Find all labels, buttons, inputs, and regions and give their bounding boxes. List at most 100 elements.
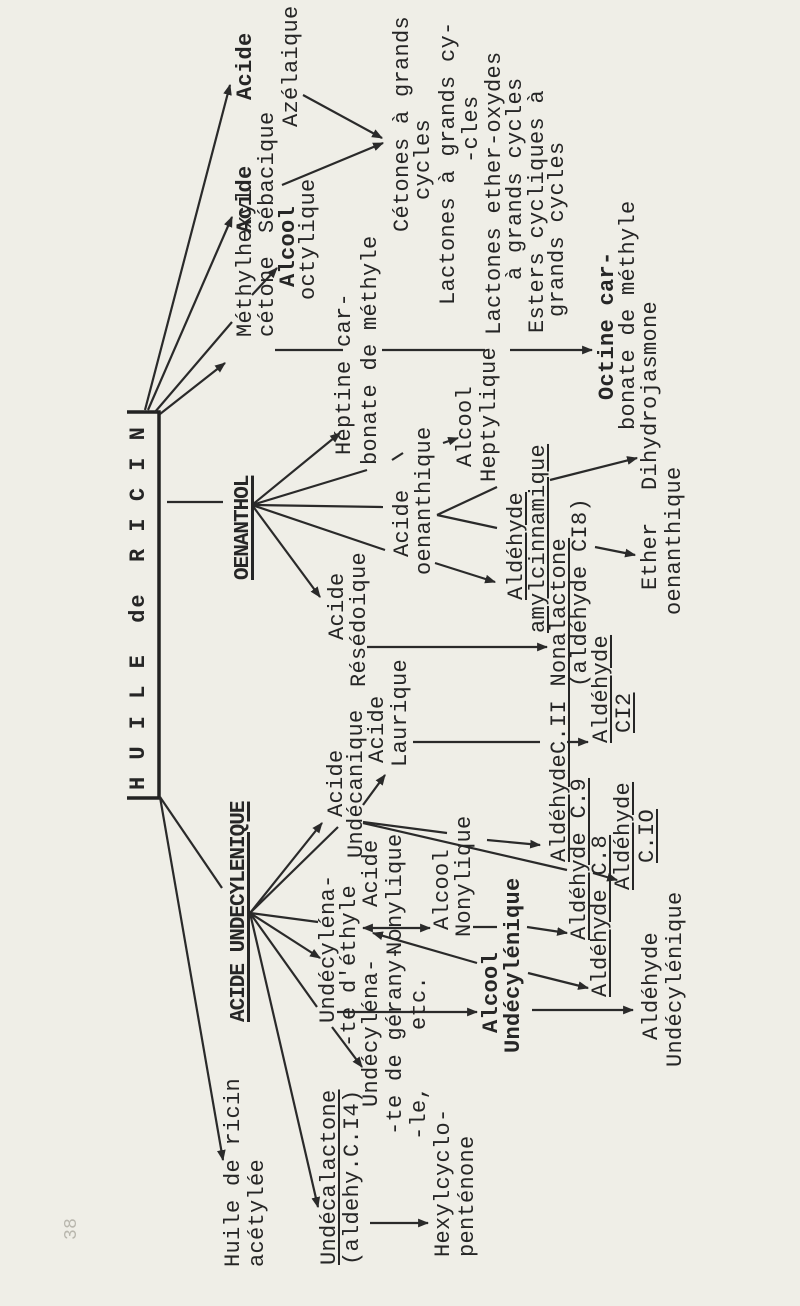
label-alcool-nonylique: Nonylique xyxy=(452,815,477,937)
label-acide-undecanique: Undécanique xyxy=(344,709,369,858)
arrow xyxy=(362,774,386,806)
label-undecylenate-geranyle: Undécyléna- xyxy=(359,958,384,1107)
label-acide-azelaique: Azélaique xyxy=(279,5,304,127)
arrow xyxy=(251,432,341,506)
arrow xyxy=(146,215,234,411)
label-aldehyde-amylcinnamique: Aldéhyde xyxy=(504,491,529,600)
label-methylhexyl-cetone: Méthylhexyl xyxy=(233,188,258,337)
label-aldehyde-c10: Aldéhyde xyxy=(611,781,636,890)
label-octine-carbonate: Octine car- xyxy=(595,251,620,400)
arrow xyxy=(594,545,637,558)
title-bracket xyxy=(127,410,161,800)
arrow xyxy=(434,561,497,584)
arrow xyxy=(159,362,226,415)
label-acide-oenanthique: Acide xyxy=(390,489,415,557)
label-undecalactone: (aldehy.C.I4) xyxy=(340,1089,365,1265)
connector-line xyxy=(159,796,223,889)
connector-line xyxy=(249,826,339,914)
arrow xyxy=(248,912,321,1209)
label-lactones-ether-oxydes: Lactones ether-oxydes xyxy=(482,51,507,335)
label-undecylenate-geranyle: -le, xyxy=(407,1085,432,1140)
title-heading: H U I L E de R I C I N xyxy=(126,425,151,790)
label-acide-sebacique: Sébacique xyxy=(255,111,280,233)
arrow xyxy=(527,971,590,990)
label-methylhexyl-cetone: cétone xyxy=(255,255,280,337)
label-undecylenate-geranyle: etc. xyxy=(407,975,432,1030)
arrow xyxy=(331,1026,363,1068)
label-aldehyde-c12: Aldéhyde xyxy=(589,634,614,743)
connector-line xyxy=(251,503,386,552)
label-acide-nonylique: Acide xyxy=(359,839,384,907)
page-number: 38 xyxy=(62,1217,82,1240)
label-huile-ricin-acetylee: Huile de ricin xyxy=(221,1077,246,1267)
label-alcool-octylique: octylique xyxy=(296,178,321,300)
label-heptine-carbonate: bonate de méthyle xyxy=(358,235,383,465)
arrow xyxy=(281,141,385,187)
label-hexylcyclopentenone: penténone xyxy=(455,1135,480,1257)
arrow xyxy=(592,871,619,882)
arrow xyxy=(549,456,639,482)
label-cetones-grands-cycles: cycles xyxy=(411,118,436,200)
label-huile-ricin-acetylee: acétylée xyxy=(245,1158,270,1267)
label-undecalactone: Undécalactone xyxy=(317,1089,342,1265)
label-aldehyde-undecylenique: Undécylénique xyxy=(663,891,688,1067)
arrow xyxy=(371,931,478,965)
label-acide-resedoique: Acide xyxy=(325,572,350,640)
label-aldehyde-undecylenique: Aldéhyde xyxy=(639,931,664,1040)
label-alcool-undecylenique: Alcool xyxy=(479,951,504,1033)
label-alcool-heptylique: Alcool xyxy=(453,385,478,467)
arrow xyxy=(249,822,323,914)
label-esters-cycliques: grands cycles xyxy=(545,141,570,317)
connector-line xyxy=(251,468,368,507)
arrow xyxy=(302,94,383,139)
arrow xyxy=(143,83,232,411)
label-dihydrojasmone: Dihydrojasmone xyxy=(638,300,663,490)
label-acide-nonylique: Nonylique xyxy=(383,833,408,955)
label-aldehyde-c8: Aldéhyde C.8 xyxy=(588,834,613,997)
connector-line xyxy=(249,911,319,924)
arrow xyxy=(251,504,321,598)
label-octine-carbonate: bonate de méthyle xyxy=(616,200,641,430)
branch-oenanthol: OENANTHOL xyxy=(232,475,255,580)
label-aldehyde-c9: Aldéhyde C.9 xyxy=(567,777,592,940)
branch-acide-undecylenique: ACIDE UNDECYLENIQUE xyxy=(228,801,251,1022)
arrow xyxy=(526,925,569,936)
label-alcool-undecylenique: Undécylénique xyxy=(501,877,526,1053)
label-acide-azelaique: Acide xyxy=(233,32,258,100)
label-hexylcyclopentenone: Hexylcyclo- xyxy=(431,1108,456,1257)
arrow xyxy=(249,912,321,959)
label-aldehyde-c10: C.IO xyxy=(635,808,660,863)
connector-line xyxy=(249,912,318,1008)
connector-line xyxy=(391,452,404,461)
connector-line xyxy=(251,503,384,509)
label-acide-laurique: Laurique xyxy=(388,658,413,767)
label-cetones-grands-cycles: Cétones à grands xyxy=(390,15,415,232)
label-alcool-nonylique: Alcool xyxy=(430,848,455,930)
connector-line xyxy=(436,486,498,516)
label-undecylenate-ethyle: Undécyléna- xyxy=(316,874,341,1023)
label-acide-laurique: Acide xyxy=(365,695,390,763)
label-acide-resedoique: Résédoique xyxy=(347,551,372,687)
label-undecylenate-ethyle: -te d'éthyle xyxy=(337,884,362,1047)
arrow xyxy=(486,838,542,849)
label-acide-oenanthique: oenanthique xyxy=(412,426,437,575)
label-aldehyde-c12: CI2 xyxy=(612,692,637,733)
label-lactones-grands-cycles: Lactones à grands cy- xyxy=(436,21,461,305)
label-aldehyde-amylcinnamique: amylcinnamique xyxy=(526,443,551,633)
connector-line xyxy=(362,821,568,872)
label-alcool-heptylique: Heptylique xyxy=(477,346,502,482)
label-lactones-ether-oxydes: à grands cycles xyxy=(503,77,528,280)
connector-line xyxy=(154,321,233,413)
label-nonalactone: (aldéhyde CI8) xyxy=(568,497,593,687)
arrow xyxy=(158,796,226,1162)
arrow xyxy=(251,267,278,296)
arrow xyxy=(442,436,460,446)
connector-line xyxy=(362,820,448,835)
label-ether-oenanthique: oenanthique xyxy=(662,466,687,615)
connector-line xyxy=(436,513,498,530)
label-ether-oenanthique: Ether xyxy=(638,522,663,590)
label-lactones-grands-cycles: -cles xyxy=(459,95,484,163)
label-heptine-carbonate: Héptine car- xyxy=(332,292,357,455)
